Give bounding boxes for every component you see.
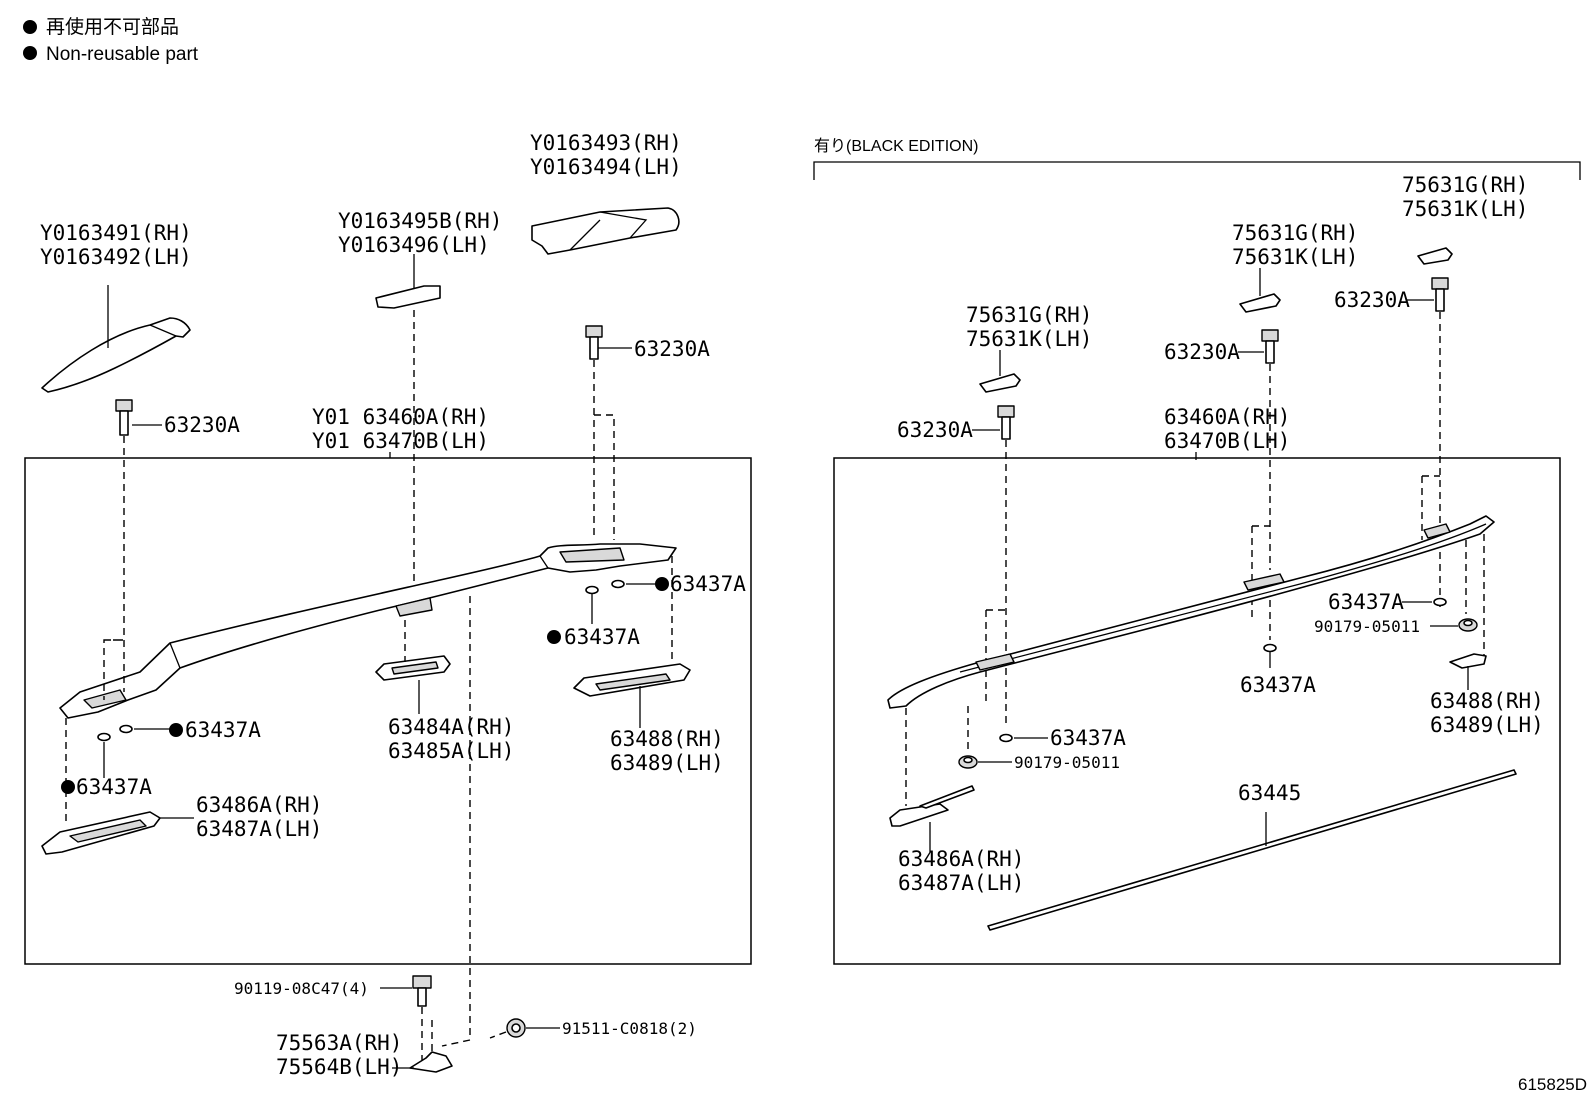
washer-icon [611,579,625,589]
non-reusable-dot-icon [547,630,561,644]
left-assembly-frame [24,457,752,965]
support-front-rh-label-right: 63486A(RH) [898,847,1024,871]
cap-a-lh-label: 75631K(LH) [966,327,1092,351]
legend-dot-icon [23,20,37,34]
screw-icon [1261,329,1279,364]
rail-lh-label: Y01 63470B(LH) [312,429,489,453]
non-reusable-dot-icon [169,723,183,737]
front-cover-part [41,317,191,393]
cap-a-rh-label: 75631G(RH) [966,303,1092,327]
screw-a-label: 63230A [897,418,973,442]
figure-code: 615825D [1518,1075,1587,1094]
right-assembly-frame [833,457,1561,965]
washer-icon [1263,643,1277,653]
cover-mid-rh-label: Y0163495B(RH) [338,209,502,233]
rail-rh-label-right: 63460A(RH) [1164,405,1290,429]
cap-b-lh-label: 75631K(LH) [1232,245,1358,269]
legend-jp: 再使用不可部品 [46,16,179,38]
cover-mid-lh-label: Y0163496(LH) [338,233,490,257]
washer-icon [1433,597,1447,607]
clip-rear-label: 90179-05011 [1314,617,1420,636]
cover-rear-rh-label: Y0163493(RH) [530,131,682,155]
support-front-lh-label: 63487A(LH) [196,817,322,841]
rear-support-part [1449,653,1487,669]
right-section: 有り(BLACK EDITION) 75631G(RH) 75631K(LH) … [813,137,1581,965]
clip-front-label: 90179-05011 [1014,753,1120,772]
cap-c-rh-label: 75631G(RH) [1402,173,1528,197]
cover-front-lh-label: Y0163492(LH) [40,245,192,269]
washer-icon [97,732,111,742]
clip-icon [1458,618,1478,632]
legend: 再使用不可部品 Non-reusable part [23,16,199,65]
support-rear-rh-label: 63488(RH) [610,727,724,751]
screw-icon [115,399,133,436]
screw-icon [585,325,603,360]
washer-front-b-label: 63437A [76,775,152,799]
washer-rear-b-label: 63437A [564,625,640,649]
left-section: Y0163491(RH) Y0163492(LH) 63230A Y016349… [24,131,752,1079]
end-cap-part [1417,247,1453,265]
bolt-label: 90119-08C47(4) [234,979,369,998]
legend-en: Non-reusable part [46,44,199,65]
cover-rear-lh-label: Y0163494(LH) [530,155,682,179]
middle-cover-part [375,285,441,309]
bolt-icon [412,975,432,1007]
washer-icon [999,733,1013,743]
rail-lh-label-right: 63470B(LH) [1164,429,1290,453]
washer-front-label-right: 63437A [1050,726,1126,750]
screw-icon [1431,277,1449,312]
non-reusable-dot-icon [655,577,669,591]
screw-b-label: 63230A [1164,340,1240,364]
support-rear-lh-label: 63489(LH) [610,751,724,775]
support-front-lh-label-right: 63487A(LH) [898,871,1024,895]
support-mid-rh-label: 63484A(RH) [388,715,514,739]
support-rear-lh-label-right: 63489(LH) [1430,713,1544,737]
end-cap-part [979,373,1021,393]
end-cap-part [1239,293,1281,313]
washer-mid-label-right: 63437A [1240,673,1316,697]
cap-c-lh-label: 75631K(LH) [1402,197,1528,221]
nut-icon [506,1018,526,1038]
rear-cover-part [531,207,680,255]
washer-rear-label-right: 63437A [1328,590,1404,614]
nut-label: 91511-C0818(2) [562,1019,697,1038]
washer-icon [119,724,133,734]
washer-front-a-label: 63437A [185,718,261,742]
bracket-part [409,1051,453,1073]
molding-part [987,769,1517,931]
washer-rear-a-label: 63437A [670,572,746,596]
rail-rh-label: Y01 63460A(RH) [312,405,489,429]
cover-front-rh-label: Y0163491(RH) [40,221,192,245]
screw-front-label: 63230A [164,413,240,437]
support-mid-lh-label: 63485A(LH) [388,739,514,763]
screw-c-label: 63230A [1334,288,1410,312]
molding-label: 63445 [1238,781,1301,805]
front-support-part [889,803,949,827]
cap-b-rh-label: 75631G(RH) [1232,221,1358,245]
legend-dot-icon [23,46,37,60]
bracket-rh-label: 75563A(RH) [276,1031,402,1055]
washer-icon [585,585,599,595]
black-edition-label: 有り(BLACK EDITION) [814,137,978,155]
screw-rear-label: 63230A [634,337,710,361]
black-edition-bracket [813,161,1581,180]
non-reusable-dot-icon [61,780,75,794]
support-rear-rh-label-right: 63488(RH) [1430,689,1544,713]
clip-icon [958,755,978,769]
support-front-rh-label: 63486A(RH) [196,793,322,817]
bracket-lh-label: 75564B(LH) [276,1055,402,1079]
screw-icon [997,405,1015,440]
